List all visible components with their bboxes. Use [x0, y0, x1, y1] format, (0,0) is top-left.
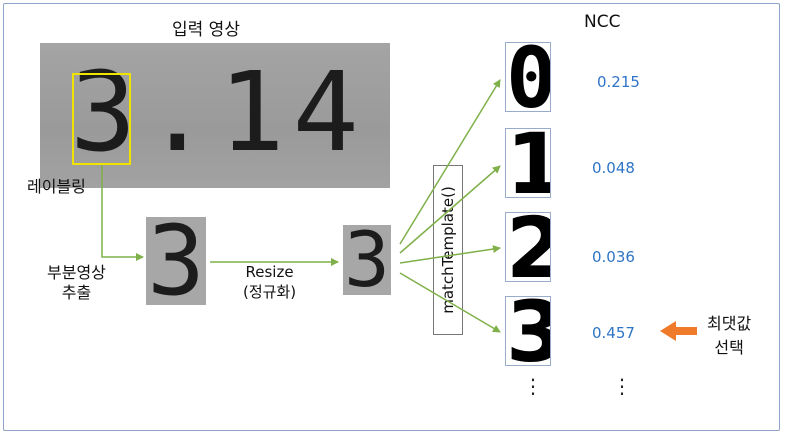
ncc-value-3: 0.457: [592, 324, 635, 342]
ncc-value-1: 0.048: [592, 159, 635, 177]
arrow-to-template-1: [399, 165, 501, 254]
template-digit-0: 0: [505, 42, 551, 112]
arrow-to-template-0: [399, 79, 501, 245]
resized-patch: 3: [343, 225, 391, 295]
resize-label-line1: Resize: [245, 263, 294, 281]
arrow-to-template-3: [399, 272, 501, 333]
resize-label: Resize (정규화): [243, 262, 296, 302]
select-max-label: 최댓값 선택: [707, 312, 751, 360]
select-max-label-line2: 선택: [714, 338, 744, 357]
arrow-labeling-to-crop: [101, 165, 144, 261]
ncc-value-2: 0.036: [592, 248, 635, 266]
ncc-title: NCC: [584, 12, 621, 32]
labeling-bounding-box: [72, 73, 131, 165]
extract-label: 부분영상 추출: [47, 263, 106, 303]
arrow-to-template-2: [399, 245, 501, 264]
template-digit-2: 2: [505, 212, 551, 282]
template-digit-1: 1: [505, 128, 551, 198]
diagram-frame: [3, 3, 780, 431]
select-max-label-line1: 최댓값: [707, 314, 752, 333]
template-digit-3: 3: [505, 296, 551, 366]
ncc-value-0: 0.215: [597, 73, 640, 91]
extract-label-line1: 부분영상: [47, 263, 106, 282]
labeling-label: 레이블링: [27, 177, 86, 196]
cropped-patch: 3: [146, 217, 206, 305]
resize-label-line2: (정규화): [243, 283, 297, 301]
input-image-title: 입력 영상: [172, 20, 240, 40]
input-image-digits: 3.14: [70, 48, 367, 176]
max-select-arrow-icon: [660, 321, 697, 341]
extract-label-line2: 추출: [61, 283, 92, 302]
